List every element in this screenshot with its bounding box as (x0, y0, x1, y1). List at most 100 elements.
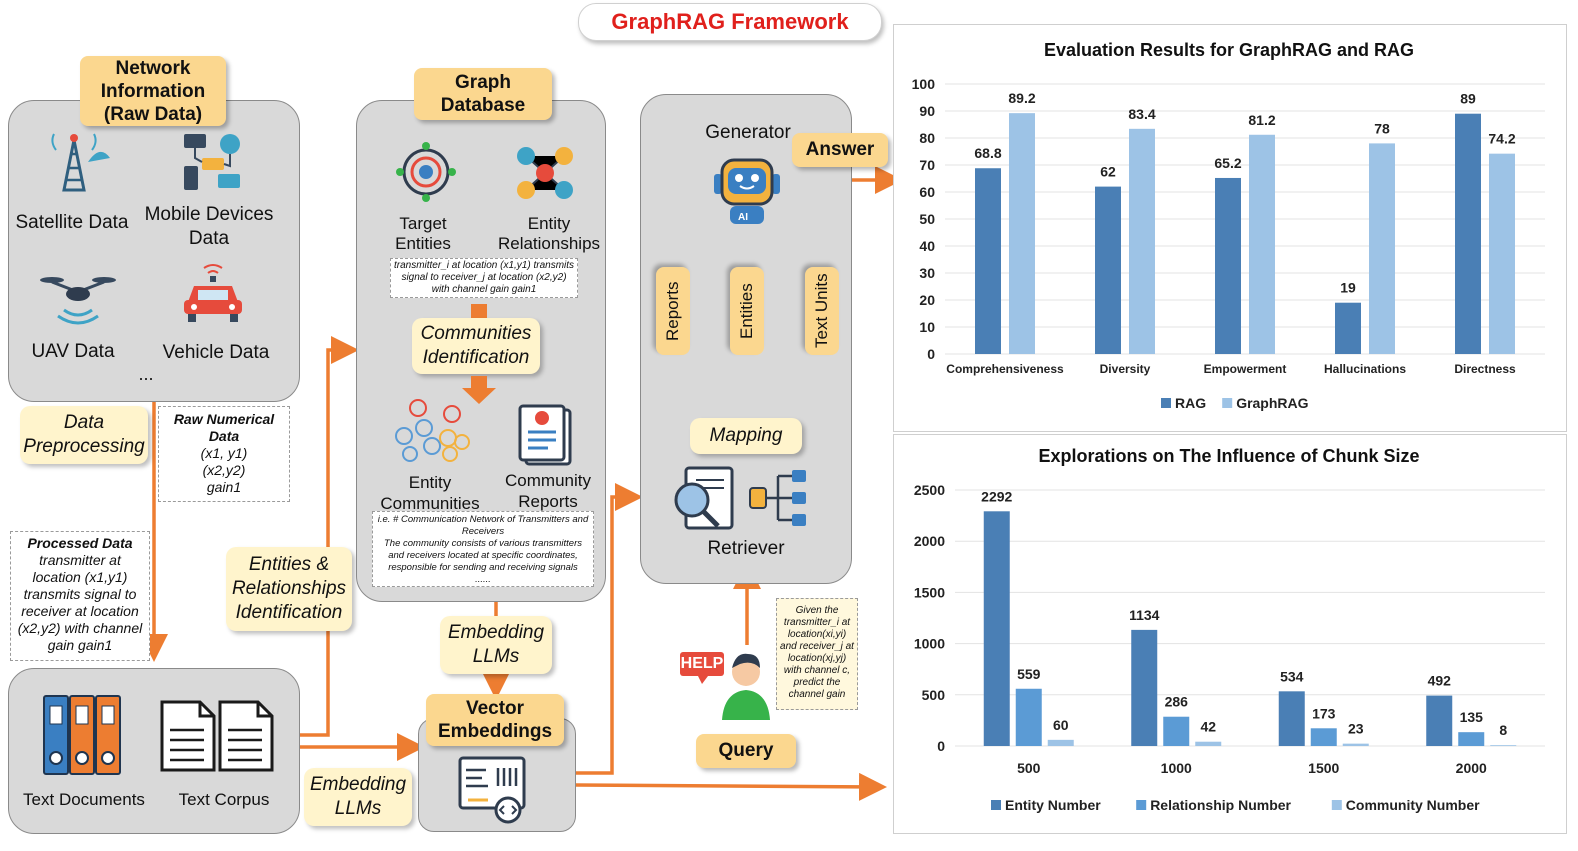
vector-title: Vector Embeddings (426, 694, 564, 746)
triple-text-box: transmitter_i at location (x1,y1) transm… (390, 258, 578, 298)
network-ellipsis: ... (138, 364, 154, 384)
bar (1342, 743, 1369, 746)
community-reports-icon (518, 404, 572, 466)
data-label: 559 (1017, 666, 1041, 682)
data-label: 60 (1053, 717, 1069, 733)
community-reports-label: Community Reports (505, 471, 591, 511)
processed-data-box: Processed Data transmitter at location (… (10, 531, 150, 661)
data-label: 89 (1460, 91, 1476, 107)
bar (1195, 741, 1222, 746)
big-down-arrow (462, 376, 496, 404)
network-tree-icon (749, 470, 806, 526)
satellite-icon (51, 133, 110, 192)
documents-icon (160, 700, 274, 772)
text-documents-label: Text Documents (23, 790, 145, 809)
legend-label: Entity Number (1005, 797, 1101, 813)
data-label: 492 (1428, 673, 1452, 689)
entity-communities-label: Entity Communities (380, 473, 480, 513)
retriever-label: Retriever (707, 538, 785, 559)
entity-relationships-icon (517, 147, 573, 199)
satellite-data-label: Satellite Data (15, 212, 129, 233)
y-tick-label: 90 (919, 103, 935, 119)
arrow-corpus-to-graphdb (300, 336, 359, 737)
y-tick-label: 2500 (914, 482, 945, 498)
bar (1215, 177, 1241, 354)
bar (975, 168, 1001, 354)
bar (1489, 153, 1515, 354)
text-units-box: Text Units (805, 267, 839, 355)
target-icon (396, 142, 456, 202)
data-label: 42 (1200, 719, 1216, 735)
legend-label: GraphRAG (1236, 395, 1308, 411)
y-tick-label: 0 (927, 346, 935, 362)
data-label: 135 (1460, 709, 1484, 725)
binders-icon (43, 695, 121, 775)
x-tick-label: Comprehensiveness (946, 362, 1064, 376)
evaluation-chart-svg: 010203040506070809010068.889.2Comprehens… (912, 76, 1545, 411)
y-tick-label: 30 (919, 265, 935, 281)
query-box: Query (696, 734, 796, 768)
embedding-llms-box-left: Embedding LLMs (304, 768, 412, 826)
y-tick-label: 70 (919, 157, 935, 173)
data-label: 65.2 (1214, 155, 1241, 171)
y-tick-label: 50 (919, 211, 935, 227)
bar (1458, 732, 1485, 746)
mapping-box: Mapping (690, 418, 802, 454)
entity-communities-icon (395, 399, 470, 462)
data-label: 83.4 (1128, 106, 1155, 122)
bar (1131, 629, 1158, 746)
data-label: 8 (1499, 722, 1507, 738)
page-title-pill: GraphRAG Framework (578, 3, 882, 41)
data-label: 78 (1374, 120, 1390, 136)
robot-icon: AI (714, 158, 780, 224)
raw-numerical-line: gain1 (206, 479, 242, 495)
x-tick-label: 500 (1017, 760, 1041, 776)
query-text-box: Given the transmitter_i at location(xi,y… (776, 598, 858, 710)
help-label: HELP (680, 655, 724, 672)
report-body: The community consists of various transm… (384, 538, 582, 573)
legend-swatch (991, 800, 1001, 810)
entities-box: Entities (730, 267, 764, 355)
legend-swatch (1331, 800, 1342, 810)
bar (1015, 688, 1042, 746)
x-tick-label: Diversity (1100, 362, 1151, 376)
y-tick-label: 1500 (914, 584, 945, 600)
bar (1095, 186, 1121, 354)
communities-identification-box: Communities Identification (412, 318, 540, 374)
target-entities-label: Target Entities (395, 214, 451, 253)
x-tick-label: Directness (1454, 362, 1516, 376)
legend-label: RAG (1175, 395, 1206, 411)
mobile-devices-icon (184, 134, 240, 190)
bar (1163, 716, 1190, 746)
vehicle-icon (184, 264, 242, 322)
bar (1490, 745, 1517, 746)
data-label: 89.2 (1008, 90, 1035, 106)
bar (1426, 695, 1453, 746)
report-box: i.e. # Communication Network of Transmit… (372, 511, 594, 587)
bar (1310, 728, 1337, 746)
data-label: 534 (1280, 668, 1304, 684)
data-label: 62 (1100, 164, 1116, 180)
y-tick-label: 40 (919, 238, 935, 254)
arrow-vector-to-chart (575, 772, 887, 801)
bar (1369, 143, 1395, 354)
svg-text:AI: AI (738, 212, 748, 223)
data-label: 286 (1165, 694, 1189, 710)
y-tick-label: 60 (919, 184, 935, 200)
code-icon (458, 756, 526, 824)
bar (1455, 113, 1481, 354)
report-dots: ...... (475, 574, 491, 585)
y-tick-label: 80 (919, 130, 935, 146)
x-tick-label: 1500 (1308, 760, 1339, 776)
legend-label: Relationship Number (1150, 797, 1291, 813)
data-label: 1134 (1129, 607, 1160, 623)
y-tick-label: 0 (937, 738, 945, 754)
chunk-size-chart-title: Explorations on The Influence of Chunk S… (1038, 446, 1420, 466)
bar (1278, 691, 1305, 746)
arrow-vector-to-retriever (576, 483, 643, 775)
embedding-llms-box-middle: Embedding LLMs (440, 616, 552, 674)
entity-relationships-label: Entity Relationships (497, 214, 601, 253)
legend-swatch (1161, 398, 1171, 408)
data-label: 2292 (981, 488, 1012, 504)
y-tick-label: 10 (919, 319, 935, 335)
